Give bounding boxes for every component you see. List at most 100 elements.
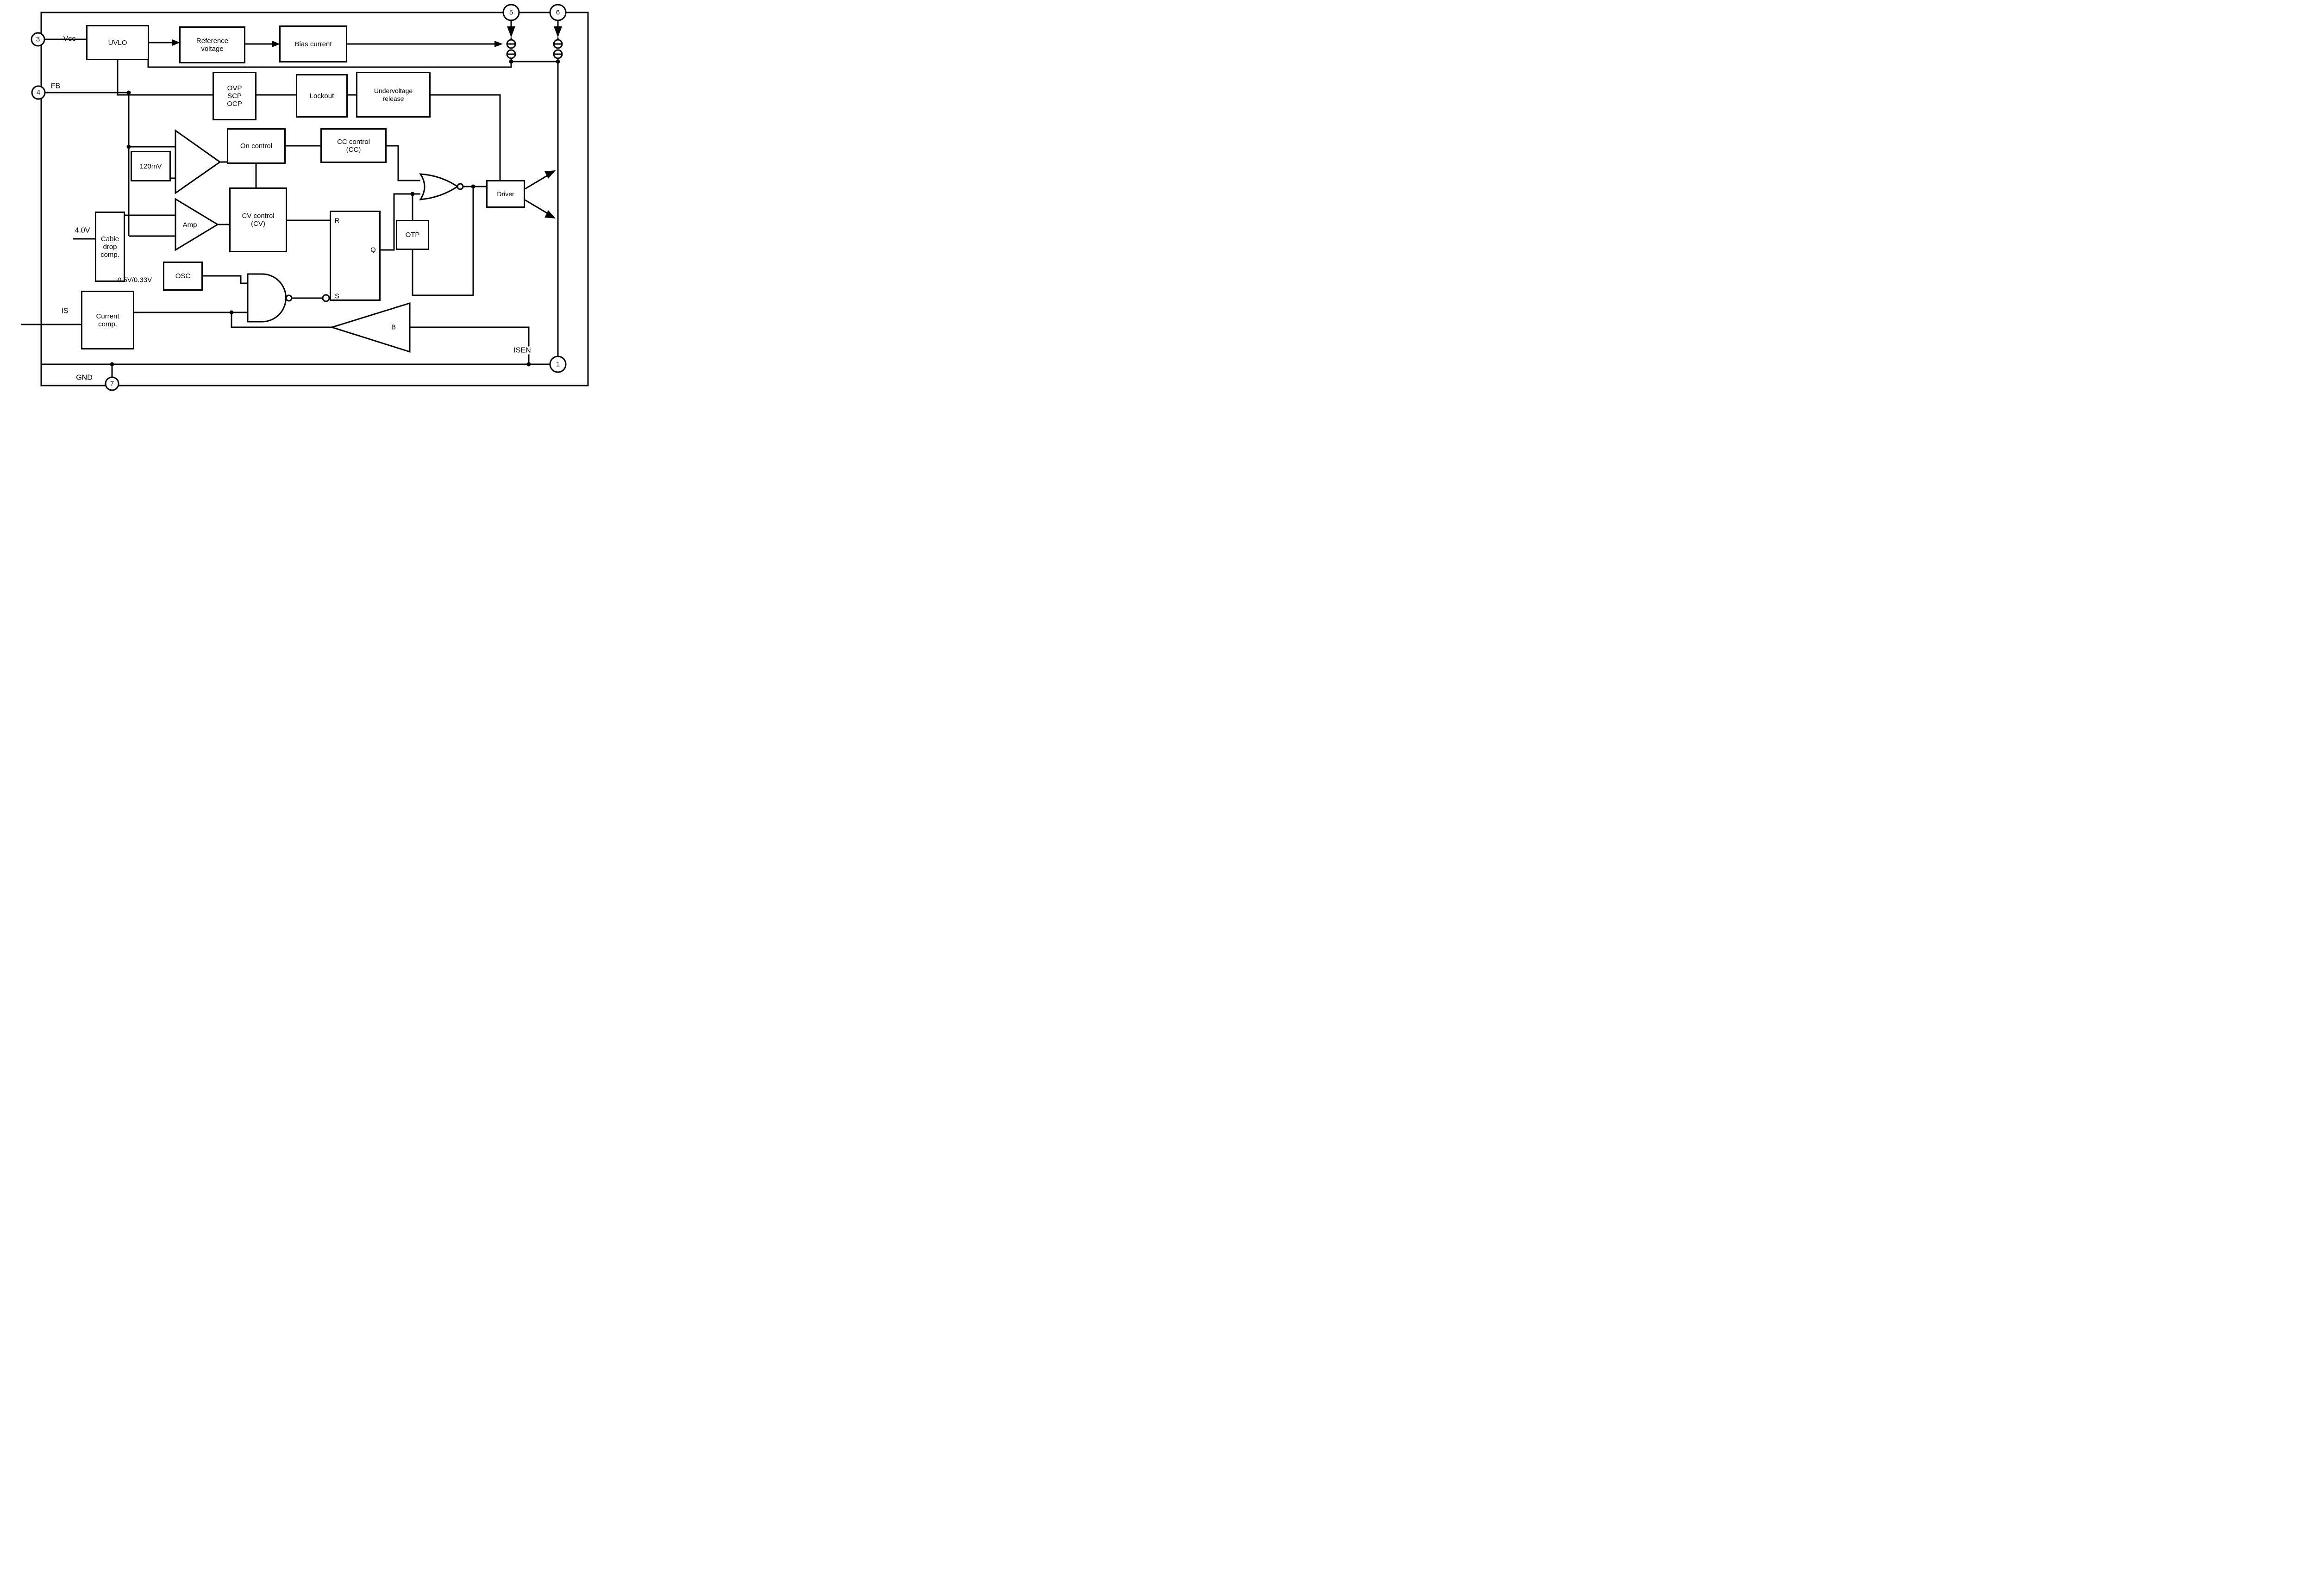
block-driver-label: Driver: [497, 190, 514, 198]
flow-arrow-icon: [554, 26, 562, 37]
pin-label-fb: FB: [50, 82, 61, 90]
block-lockout: Lockout: [296, 74, 348, 118]
wire-driver-low: [525, 199, 550, 215]
wire-uvlo-ovp: [117, 60, 213, 96]
junction-dot: [526, 362, 531, 367]
block-ovp-line1: OVP: [227, 84, 242, 92]
buffer-label: B: [391, 323, 396, 331]
pin-circle-vcc: [31, 32, 45, 47]
ic-boundary: [40, 12, 589, 387]
block-ovp-scp-ocp: OVP SCP OCP: [213, 72, 257, 120]
pin-circle-d1: [502, 4, 520, 21]
block-120mv-label: 120mV: [139, 162, 162, 170]
block-otp-label: OTP: [405, 231, 420, 239]
wire-driver-high: [525, 174, 550, 190]
block-driver: Driver: [486, 180, 525, 208]
wire-fb: [45, 92, 175, 237]
wire-osc-nand: [203, 275, 248, 284]
pin-number-vcc: 3: [36, 35, 40, 44]
set-input-bubble-icon: [322, 294, 330, 302]
junction-dot: [556, 59, 560, 64]
block-cv-control: CV control (CV): [229, 187, 287, 252]
junctions: [110, 59, 560, 367]
cable-comp-reference-label: 4.0V: [75, 226, 90, 235]
block-cv-line1: CV control: [242, 212, 275, 220]
wire-cc-nor: [387, 145, 420, 181]
junction-dot: [471, 184, 476, 189]
junction-dot: [126, 90, 131, 95]
current-threshold-label: 0.5V/0.33V: [117, 276, 152, 284]
buffer-icon: [329, 302, 411, 353]
nor-bubble-icon: [457, 183, 464, 190]
pin-label-isen: ISEN: [513, 346, 532, 355]
arrow-icon: [544, 210, 556, 218]
wire-protection-chain: [257, 94, 501, 180]
arrowheads: [172, 26, 562, 218]
gates: [175, 129, 464, 353]
junction-dot: [110, 362, 114, 367]
block-flipflop: [330, 211, 381, 301]
schematic-artwork: [21, 4, 589, 391]
junction-dot: [410, 192, 415, 196]
flow-arrow-icon: [507, 26, 515, 37]
junction-dot: [229, 310, 234, 315]
current-source-bar: [507, 43, 562, 55]
amp-icon: [175, 198, 219, 251]
amp-label: Amp: [182, 221, 197, 229]
block-uvr-line1: Undervoltage: [374, 87, 413, 94]
package-pins: [31, 4, 567, 391]
block-cc-control: CC control (CC): [320, 128, 387, 163]
block-on-control-label: On control: [240, 142, 273, 150]
pin-label-is: IS: [61, 307, 69, 315]
block-otp: OTP: [396, 220, 429, 250]
nand-bubble-icon: [285, 294, 293, 302]
junction-dot: [509, 59, 513, 64]
block-uvlo-label: UVLO: [108, 38, 127, 47]
pin-circle-gnd: [105, 376, 119, 391]
pin-number-d1: 5: [509, 8, 513, 17]
block-uvlo: UVLO: [86, 25, 149, 60]
block-on-control: On control: [227, 128, 286, 164]
arrow-icon: [172, 39, 180, 46]
wire-buffer-out: [231, 312, 332, 328]
block-cable-line3: comp.: [100, 250, 119, 259]
comparator-icon: [175, 129, 221, 194]
block-ref-line1: Reference: [196, 37, 229, 45]
pin-number-fb: 4: [36, 88, 41, 97]
block-120mv: 120mV: [131, 151, 171, 181]
nor-gate-icon: [419, 173, 459, 200]
pin-number-gnd: 7: [110, 380, 114, 388]
block-ovp-line3: OCP: [227, 100, 242, 108]
arrow-icon: [272, 41, 280, 47]
pin-circle-fb: [31, 85, 46, 100]
block-currentcomp-line2: comp.: [98, 320, 117, 328]
startup-current-sources: [506, 39, 563, 59]
wire-startup-feed: [147, 60, 512, 68]
block-diagram: UVLO Reference voltage Bias current OVP …: [0, 0, 612, 399]
block-osc: OSC: [163, 262, 203, 291]
block-cable-drop-comp: Cable drop comp.: [95, 212, 125, 282]
block-cc-line2: (CC): [346, 145, 361, 154]
pin-label-gnd: GND: [76, 374, 93, 382]
nand-gate-icon: [247, 273, 287, 323]
block-current-comp: Current comp.: [81, 291, 134, 349]
flipflop-q-label: Q: [370, 246, 376, 254]
pin-circle-isen: [549, 355, 567, 373]
block-ref-line2: voltage: [201, 45, 224, 53]
block-cc-line1: CC control: [337, 137, 370, 146]
flipflop-r-label: R: [334, 217, 340, 225]
pin-circle-d2: [549, 4, 567, 21]
pin-label-vcc: Vcc: [63, 35, 76, 43]
pin-number-d2: 6: [556, 8, 560, 17]
block-uvr-line2: release: [382, 94, 404, 102]
block-cable-line2: drop: [103, 243, 117, 251]
block-cv-line2: (CV): [251, 220, 265, 228]
block-lockout-label: Lockout: [309, 92, 334, 100]
junction-dot: [126, 144, 131, 149]
block-currentcomp-line1: Current: [96, 312, 119, 320]
wire-drive-feedback: [412, 187, 474, 296]
block-cable-line1: Cable: [100, 235, 119, 243]
block-bias-current: Bias current: [279, 25, 347, 62]
block-osc-label: OSC: [175, 272, 191, 280]
flipflop-s-label: S: [334, 292, 340, 300]
